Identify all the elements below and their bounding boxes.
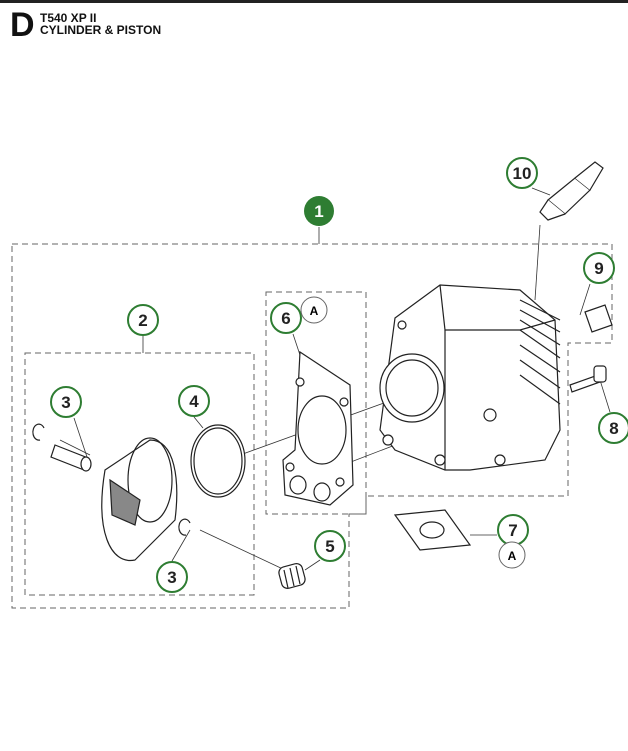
callout-6[interactable]: 6 — [270, 302, 302, 334]
circlip — [32, 423, 45, 441]
reference-markers: A A — [300, 296, 526, 569]
callout-3[interactable]: 3 — [50, 386, 82, 418]
decompression-valve — [584, 304, 613, 333]
svg-text:4: 4 — [189, 392, 199, 411]
top-border — [0, 0, 628, 3]
group-box-6 — [265, 291, 367, 515]
svg-text:5: 5 — [325, 537, 334, 556]
model-name: T540 XP II — [40, 11, 97, 25]
svg-text:A: A — [508, 549, 517, 563]
svg-text:9: 9 — [594, 259, 603, 278]
svg-text:8: 8 — [609, 419, 618, 438]
section-letter: D — [10, 6, 35, 44]
group-boxes — [11, 243, 613, 609]
callout-4[interactable]: 4 — [178, 385, 210, 417]
callout-9[interactable]: 9 — [583, 252, 615, 284]
svg-text:A: A — [310, 304, 319, 318]
callout-5[interactable]: 5 — [314, 530, 346, 562]
marker-a: A — [300, 296, 328, 324]
callout-7[interactable]: 7 — [497, 514, 529, 546]
callout-2[interactable]: 2 — [127, 304, 159, 336]
svg-text:3: 3 — [167, 568, 176, 587]
svg-text:2: 2 — [138, 311, 147, 330]
svg-text:1: 1 — [314, 202, 323, 221]
svg-text:10: 10 — [513, 164, 532, 183]
callouts: 1 2 3 4 3 5 6 7 8 9 10 — [50, 157, 628, 593]
circlip — [178, 518, 191, 536]
group-box-1 — [11, 243, 613, 609]
callout-3b[interactable]: 3 — [156, 561, 188, 593]
callout-10[interactable]: 10 — [506, 157, 538, 189]
diagram-title: CYLINDER & PISTON — [40, 23, 162, 37]
group-box-2 — [24, 352, 255, 596]
svg-text:7: 7 — [508, 521, 517, 540]
parts — [32, 161, 613, 589]
marker-a-2: A — [498, 541, 526, 569]
callout-1[interactable]: 1 — [304, 196, 334, 226]
svg-text:6: 6 — [281, 309, 290, 328]
callout-8[interactable]: 8 — [598, 412, 628, 444]
svg-text:3: 3 — [61, 393, 70, 412]
